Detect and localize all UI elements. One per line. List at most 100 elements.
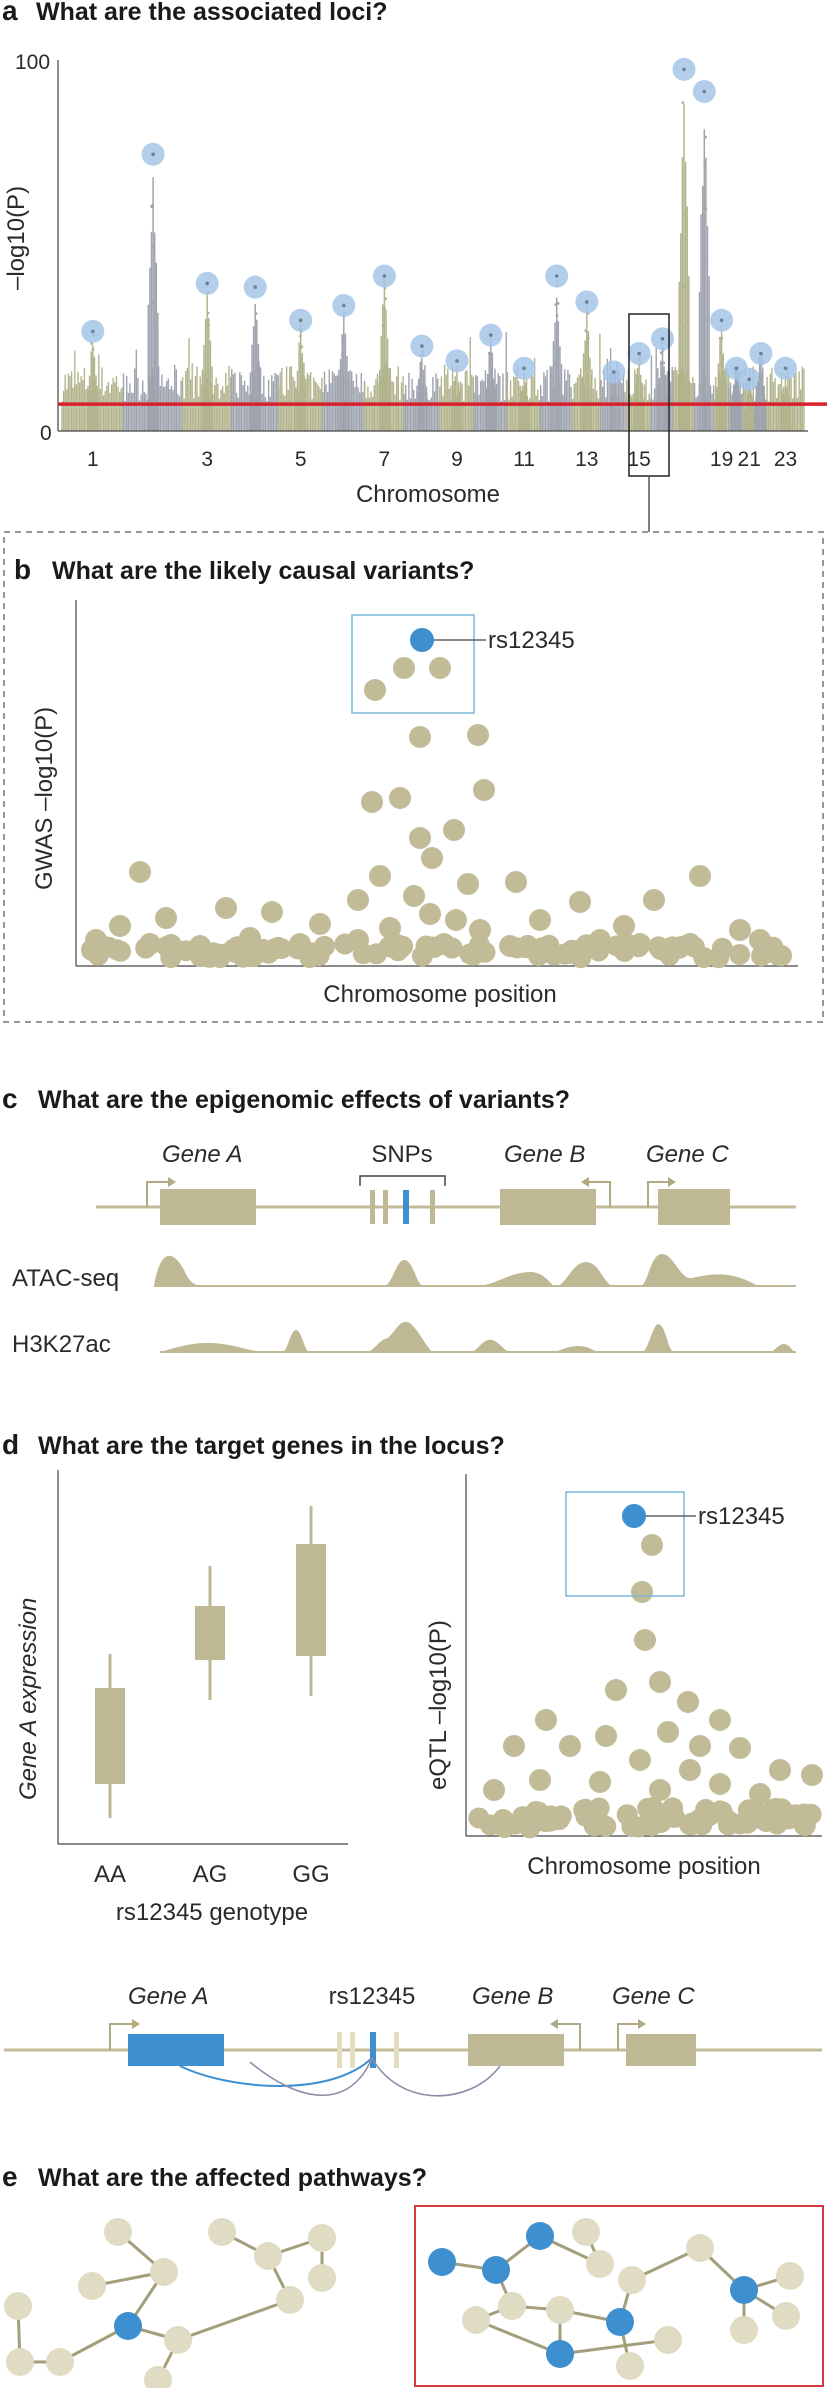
manhattan-point [702,248,705,252]
pathway-network-left [4,2218,336,2388]
locus-snp-4 [394,2032,399,2068]
gwas-variant-dot [443,819,465,841]
gwas-variant-dot [581,937,603,959]
box-ag [195,1566,225,1700]
locus-gene-a-arrow [109,2023,136,2050]
locus-gene-b-label: Gene B [472,1983,553,2010]
manhattan-point [90,342,94,345]
locus-gene-a-label: Gene A [128,1983,209,2010]
gwas-variant-dot [334,933,356,955]
eqtl-variant-dot [637,1797,659,1819]
lead-locus-center [719,318,724,323]
pathway-node [686,2234,714,2262]
manhattan-point [662,361,666,365]
pathway-node [772,2302,800,2330]
manhattan-point [721,357,725,360]
manhattan-point [254,312,258,315]
lead-snp-dot [410,628,434,652]
locus-gene-c-label: Gene C [612,1983,695,2010]
chromosome-tick-label: 19 [710,448,733,471]
eqtl-lead-box [565,1491,685,1597]
panel-c-title: What are the epigenomic effects of varia… [38,1086,570,1114]
eqtl-variant-dot [711,1801,733,1823]
eqtl-lead-dot [622,1504,646,1528]
gwas-variant-dot [457,873,479,895]
gwas-variant-dot [389,787,411,809]
pathway-node-affected [526,2222,554,2250]
gwas-variant-dot [423,937,445,958]
panel-d-letter: d [2,1429,19,1460]
manhattan-point [585,341,589,344]
pathway-node [618,2266,646,2294]
eqtl-variant-dot [631,1581,653,1603]
gwas-variant-dot [309,913,331,935]
gwas-variant-dot [261,901,283,923]
manhattan-point [255,355,258,358]
lead-locus-center [747,377,751,382]
manhattan-point [384,297,388,301]
panel-b-letter: b [14,554,31,585]
panel-e-title: What are the affected pathways? [38,2164,427,2192]
lead-locus-center [151,152,155,157]
manhattan-point [719,351,723,355]
gwas-variant-dot [409,827,431,849]
gwas-variant-dot [347,889,369,911]
eqtl-variant-dot [627,1816,649,1838]
manhattan-point [488,360,492,364]
gene-a-tss-arrow [146,1181,172,1207]
snp-bar-2 [383,1190,388,1224]
manhattan-point [381,324,385,328]
gwas-variant-dot [469,919,491,941]
panel-e-letter: e [2,2161,18,2192]
eqtl-variant-dot [650,1812,672,1833]
eqtl-variant-dot [649,1779,671,1801]
pathway-node-affected [730,2276,758,2304]
pathway-node [616,2352,644,2380]
gwas-variant-dot [379,917,401,939]
gwas-variant-dot [364,679,386,701]
panel-a: a What are the associated loci? 100 0 –l… [2,0,827,532]
manhattan-point [682,214,685,217]
manhattan-point [342,343,346,347]
panel-c-letter: c [2,1083,18,1114]
eqtl-variant-dot [529,1769,551,1791]
gene-a-box [160,1189,256,1225]
pathway-node [46,2348,74,2376]
locus-gene-c-arrowhead [638,2019,646,2029]
gene-a-arrowhead [168,1177,176,1187]
gwas-variant-dot [109,915,131,937]
eqtl-variant-dot [766,1813,788,1835]
manhattan-point [254,359,258,362]
manhattan-point [489,351,492,355]
locus-snp-label: rs12345 [329,1983,416,2010]
pathway-node-affected [482,2256,510,2284]
gwas-variant-dot [517,934,539,956]
expression-y-label: Gene A expression [15,1598,42,1800]
manhattan-point [681,101,685,105]
gwas-variant-dot [190,946,211,968]
manhattan-point [383,286,387,290]
chromosome-tick-label: 5 [295,448,307,471]
lead-locus-center [91,329,95,334]
lead-locus-center [489,333,493,337]
gwas-variant-dot [421,847,443,869]
pathway-node [572,2218,600,2246]
box-gg [296,1506,326,1696]
manhattan-x-label: Chromosome [356,481,500,508]
eqtl-variant-dot [559,1735,581,1757]
gene-c-label: Gene C [646,1141,729,1168]
chromosome-tick-label: 3 [201,448,213,471]
panel-b-frame [3,531,824,1023]
manhattan-point [254,324,258,328]
locus-arc-2 [249,2057,373,2097]
locus-gene-c-arrow [617,2023,642,2050]
manhattan-point [255,344,258,348]
gwas-variant-dot [429,657,451,679]
genotype-aa: AA [94,1861,126,1888]
panel-e: e What are the affected pathways? [2,2161,824,2388]
chromosome-tick-label: 23 [774,448,797,471]
manhattan-point [702,227,705,231]
panel-d-title: What are the target genes in the locus? [38,1432,505,1460]
manhattan-point [299,334,302,338]
eqtl-variant-dot [679,1814,701,1836]
